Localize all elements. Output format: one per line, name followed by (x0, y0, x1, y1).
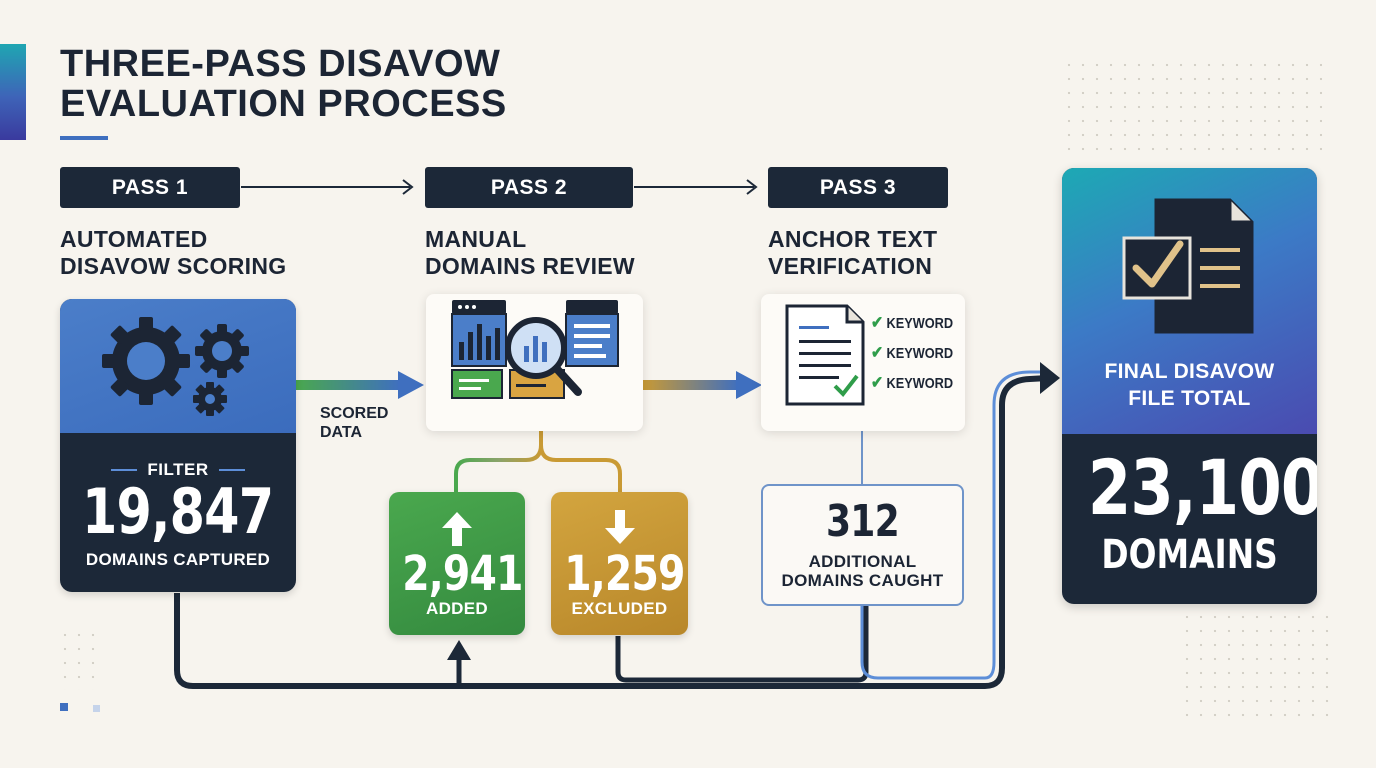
final-label: FINAL DISAVOW FILE TOTAL (1062, 358, 1317, 412)
keyword-text: KEYWORD (886, 374, 954, 392)
final-label-line-1: FINAL DISAVOW (1104, 360, 1275, 383)
corner-square-blue (60, 703, 68, 711)
pass-3-caption-line-1: ADDITIONAL (808, 552, 917, 571)
pass-3-heading-line-2: VERIFICATION (768, 253, 933, 279)
pass-1-count-wrap: 19,847 (60, 477, 296, 548)
pass-3-panel: ✔KEYWORD ✔KEYWORD ✔KEYWORD (761, 294, 965, 431)
page-title: THREE-PASS DISAVOW EVALUATION PROCESS (60, 44, 507, 124)
pass-3-count-wrap: 312 (763, 496, 962, 548)
arrow-to-final (1040, 362, 1060, 394)
keyword-list: ✔KEYWORD ✔KEYWORD ✔KEYWORD (871, 308, 968, 398)
final-unit: DOMAINS (1101, 532, 1278, 578)
pass-3-heading-line-1: ANCHOR TEXT (768, 226, 938, 252)
added-card: 2,941 ADDED (389, 492, 525, 635)
pass-2-heading-line-1: MANUAL (425, 226, 527, 252)
dot-grid-bottom-right (1180, 610, 1330, 720)
pass-1-card-top (60, 299, 296, 433)
final-card-bottom: 23,100 DOMAINS (1062, 434, 1317, 604)
checkmark-icon: ✔ (871, 343, 884, 362)
pass-1-card: FILTER 19,847 DOMAINS CAPTURED (60, 299, 296, 592)
excluded-card: 1,259 EXCLUDED (551, 492, 688, 635)
excluded-label: EXCLUDED (571, 599, 668, 618)
pass-3-caption-line-2: DOMAINS CAUGHT (781, 571, 944, 590)
arrow-down-icon (605, 510, 635, 544)
keyword-text: KEYWORD (886, 314, 954, 332)
arrow-up-icon (442, 512, 472, 546)
pass-1-heading: AUTOMATED DISAVOW SCORING (60, 226, 286, 280)
final-total-card: FINAL DISAVOW FILE TOTAL 23,100 DOMAINS (1062, 168, 1317, 604)
added-count: 2,941 (402, 546, 523, 602)
final-unit-wrap: DOMAINS (1062, 532, 1317, 578)
flow-label-line-1: SCORED (320, 405, 389, 422)
pass-3-tag: PASS 3 (768, 167, 948, 208)
document-checkmark-icon (1122, 198, 1254, 334)
added-label: ADDED (426, 599, 488, 618)
keyword-item: ✔KEYWORD (871, 338, 953, 368)
gears-icon (102, 317, 249, 416)
pass-1-caption: DOMAINS CAPTURED (85, 550, 271, 569)
flow-label-line-2: DATA (320, 424, 363, 441)
corner-square-light (93, 705, 100, 712)
pass-2-panel (426, 294, 643, 431)
keyword-item: ✔KEYWORD (871, 308, 953, 338)
final-label-line-2: FILE TOTAL (1128, 387, 1251, 410)
checkmark-icon: ✔ (871, 373, 884, 392)
filter-label-text: FILTER (147, 460, 209, 479)
pass-1-heading-line-2: DISAVOW SCORING (60, 253, 287, 279)
arrow-to-pass3 (736, 371, 762, 399)
final-count-wrap: 23,100 (1062, 446, 1317, 531)
checkmark-icon: ✔ (871, 313, 884, 332)
excluded-count-wrap: 1,259 (551, 546, 688, 603)
pass-2-tag: PASS 2 (425, 167, 633, 208)
accent-bar (0, 44, 26, 140)
title-underline (60, 136, 108, 140)
excluded-count: 1,259 (564, 546, 685, 602)
document-check-icon (785, 304, 865, 406)
pass-3-caption: ADDITIONAL DOMAINS CAUGHT (763, 552, 962, 590)
dot-grid-top-right (1062, 58, 1322, 158)
dot-grid-bottom-left (58, 628, 100, 690)
pass-3-count: 312 (826, 496, 900, 547)
filter-label: FILTER (60, 460, 296, 480)
arrow-up-to-added (447, 640, 471, 660)
pass-1-count: 19,847 (82, 475, 274, 548)
pass-1-tag: PASS 1 (60, 167, 240, 208)
added-count-wrap: 2,941 (389, 546, 525, 603)
final-count: 23,100 (1087, 443, 1317, 532)
arrow-to-pass2 (398, 371, 424, 399)
keyword-text: KEYWORD (886, 344, 954, 362)
pass-2-heading: MANUAL DOMAINS REVIEW (425, 226, 635, 280)
pass-1-heading-line-1: AUTOMATED (60, 226, 208, 252)
flow-label: SCORED DATA (320, 404, 388, 442)
title-line-2: EVALUATION PROCESS (60, 83, 507, 125)
pass-1-card-bottom: FILTER 19,847 DOMAINS CAPTURED (60, 433, 296, 592)
final-card-top: FINAL DISAVOW FILE TOTAL (1062, 168, 1317, 434)
keyword-item: ✔KEYWORD (871, 368, 953, 398)
pass-3-heading: ANCHOR TEXT VERIFICATION (768, 226, 937, 280)
dashboard-magnifier-icon (451, 300, 619, 399)
pass-2-heading-line-2: DOMAINS REVIEW (425, 253, 635, 279)
pass-3-result-card: 312 ADDITIONAL DOMAINS CAUGHT (761, 484, 964, 606)
title-line-1: THREE-PASS DISAVOW (60, 43, 501, 85)
